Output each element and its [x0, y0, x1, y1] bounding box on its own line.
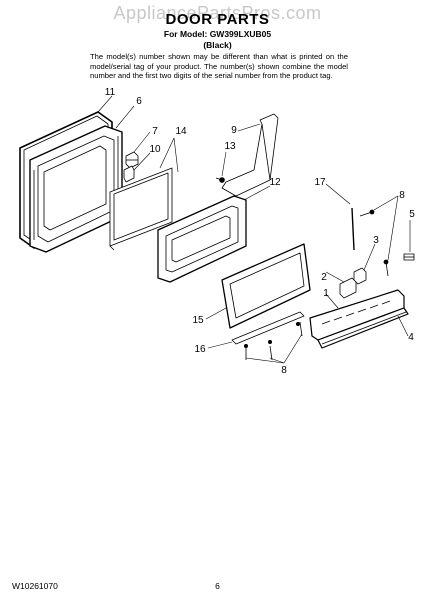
handle-bracket-part: [339, 277, 357, 299]
door-screw-part: [359, 209, 375, 217]
callout-8-bottom: 8: [281, 365, 287, 376]
handle-screw-part: [383, 259, 389, 277]
callout-4: 4: [408, 332, 414, 343]
watermark: AppliancePartsPros.com: [113, 3, 322, 23]
lower-trim-part: [231, 311, 305, 348]
color-line: (Black): [203, 40, 232, 50]
door-rod-part: [351, 207, 355, 251]
door-glass-part: [109, 167, 173, 251]
model-note: The model(s) number shown may be differe…: [90, 52, 348, 81]
inner-door-panel-part: [29, 125, 123, 253]
page-title: DOOR PARTS: [165, 11, 270, 28]
outer-door-glass-part: [221, 243, 311, 329]
page-number: 6: [215, 581, 220, 591]
callout-15: 15: [192, 315, 204, 326]
callout-1: 1: [323, 288, 329, 299]
callout-11: 11: [105, 87, 116, 98]
callout-17: 17: [314, 177, 326, 188]
model-line: For Model: GW399LXUB05: [163, 29, 272, 39]
hinge-part: [125, 151, 139, 169]
hinge-bracket-part: [123, 165, 135, 183]
hinge-channel-part: [221, 113, 279, 197]
door-clip-part: [403, 253, 415, 261]
screw-part: [215, 177, 225, 183]
callout-labels: 11 6 7 14 10 9 13 12 17 8 5 3 2 1 15 4 1…: [105, 87, 415, 376]
callout-14: 14: [175, 126, 187, 137]
callout-8-top: 8: [399, 190, 405, 201]
callout-5: 5: [409, 209, 415, 220]
callout-3: 3: [373, 235, 379, 246]
callout-10: 10: [149, 144, 161, 155]
inner-glass-frame-part: [157, 195, 247, 283]
document-number: W10261070: [12, 581, 58, 591]
callout-13: 13: [224, 141, 236, 152]
callout-16: 16: [194, 344, 206, 355]
callout-6: 6: [136, 96, 142, 107]
callout-7: 7: [152, 126, 158, 137]
callout-2: 2: [321, 272, 327, 283]
callout-12: 12: [269, 177, 281, 188]
door-parts-diagram: 11 6 7 14 10 9 13 12 17 8 5 3 2 1 15 4 1…: [19, 87, 415, 376]
door-trim-bar-part: [317, 307, 409, 349]
callout-9: 9: [231, 125, 237, 136]
